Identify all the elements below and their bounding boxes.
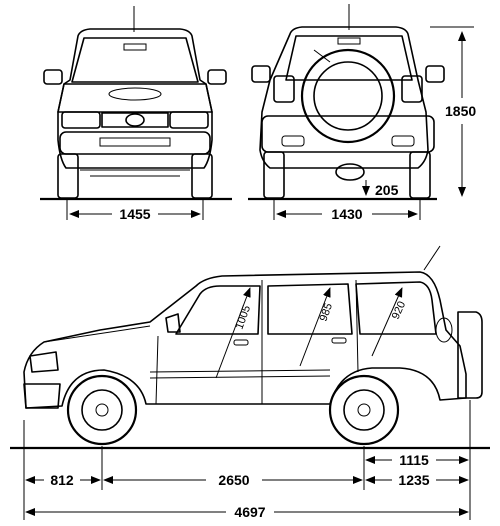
side-front-wheel [66, 374, 138, 446]
front-left-tire [57, 153, 79, 199]
front-track-label: 1455 [119, 206, 150, 222]
side-tail-lamp [435, 317, 453, 343]
front-headroom-arrow [215, 287, 251, 379]
spare-wheel [300, 48, 396, 144]
rear-left-mirror [251, 65, 271, 83]
side-door-lines [155, 279, 359, 405]
front-hood [57, 83, 213, 113]
rear-left-tire [263, 151, 285, 199]
front-right-mirror [207, 69, 227, 85]
rear-left-taillamp [273, 75, 295, 103]
side-rear-window [267, 283, 353, 335]
front-windshield [71, 37, 199, 83]
rear-left-fog [281, 135, 305, 147]
overall-length-label: 4697 [234, 504, 265, 520]
rear-headroom-arrow [371, 287, 403, 357]
front-overhang-label: 812 [50, 472, 74, 488]
front-left-mirror [43, 69, 63, 85]
rear-view: 205 1850 1430 [248, 4, 476, 222]
front-right-headlamp [169, 111, 209, 129]
front-right-tire [191, 153, 213, 199]
side-headlamp [29, 351, 59, 373]
rear-overhang-label: 1235 [398, 472, 429, 488]
rear-right-mirror [425, 65, 445, 83]
rear-door-handle [331, 337, 347, 344]
front-badge [125, 113, 145, 127]
side-view: 1005 985 920 1115 812 2650 1235 4697 [10, 245, 490, 520]
side-front-bumper [23, 383, 61, 409]
side-quarter-window [355, 281, 437, 335]
side-mirror [165, 313, 181, 333]
rear-brake-light [337, 37, 361, 45]
rear-bumper [261, 115, 435, 153]
wheelbase-label: 2650 [218, 472, 249, 488]
middle-headroom-arrow [299, 287, 331, 367]
height-label: 1850 [445, 103, 476, 119]
middle-headroom-label: 985 [318, 302, 336, 323]
rear-right-taillamp [401, 75, 423, 103]
front-mirror [123, 43, 147, 51]
front-grille [101, 112, 169, 128]
rear-track-label: 1430 [331, 206, 362, 222]
hood-scoop [108, 87, 162, 101]
front-air-intake [99, 137, 171, 147]
front-left-headlamp [61, 111, 101, 129]
rear-right-fog [391, 135, 415, 147]
rear-differential [335, 163, 365, 181]
front-chassis [80, 169, 190, 177]
rear-window [285, 35, 413, 81]
front-bumper [59, 131, 211, 155]
side-antenna [423, 245, 441, 271]
side-spare-wheel [457, 311, 483, 399]
side-front-window [175, 285, 261, 335]
rear-headroom-label: 920 [390, 300, 408, 322]
ground-clearance-label: 205 [375, 182, 399, 198]
rear-axle-to-bumper-label: 1115 [399, 452, 429, 468]
side-rear-wheel [328, 374, 400, 446]
front-door-handle [233, 339, 249, 346]
rear-right-tire [409, 151, 431, 199]
side-trim [149, 369, 331, 379]
front-headroom-label: 1005 [234, 304, 254, 331]
front-view: 1455 [40, 6, 232, 222]
side-body-outline [23, 271, 467, 409]
